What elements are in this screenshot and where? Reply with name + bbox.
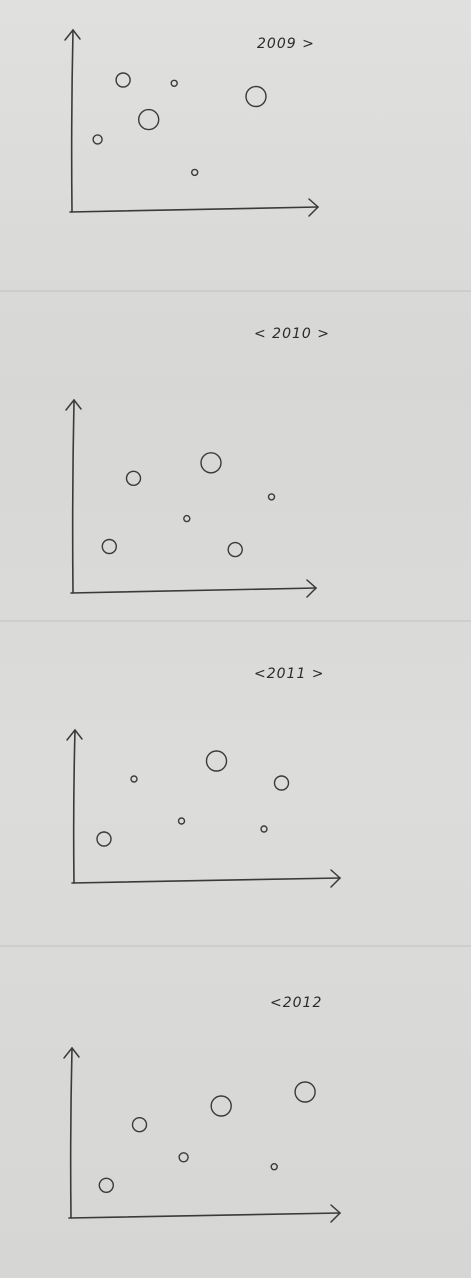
y-axis-arrow <box>65 398 82 411</box>
data-point <box>96 831 112 847</box>
data-point <box>101 538 118 555</box>
y-axis-arrow <box>66 728 83 741</box>
y-axis <box>71 399 75 594</box>
x-axis <box>71 877 341 884</box>
y-axis-arrow <box>64 28 81 41</box>
data-point <box>210 1095 232 1117</box>
data-point <box>227 541 243 558</box>
y-axis <box>70 29 74 213</box>
x-axis <box>68 1212 341 1219</box>
data-point <box>273 775 290 791</box>
data-point <box>260 825 268 833</box>
data-point <box>137 108 160 131</box>
data-point <box>98 1177 115 1194</box>
data-point <box>190 168 199 177</box>
data-point <box>178 1152 189 1163</box>
data-point <box>205 750 228 772</box>
data-point <box>294 1081 316 1103</box>
chart-title: 2009 > <box>257 36 315 52</box>
data-point <box>131 1116 148 1133</box>
data-point <box>177 817 186 825</box>
chart-panel-2009: 2009 > <box>0 0 471 290</box>
chart-panel-2012: <2012 <box>0 945 471 1278</box>
data-point <box>92 134 103 145</box>
y-axis <box>69 1047 73 1219</box>
scatter-plot <box>65 398 318 598</box>
x-axis <box>69 206 319 213</box>
data-point <box>270 1162 278 1171</box>
data-point <box>200 452 222 474</box>
data-point <box>115 72 131 88</box>
chart-panel-2010: < 2010 > <box>0 290 471 620</box>
y-axis <box>72 729 76 884</box>
paper-fold <box>0 945 471 947</box>
chart-title: <2011 > <box>254 666 325 682</box>
data-point <box>130 775 138 783</box>
chart-panel-2011: <2011 > <box>0 620 471 945</box>
data-point <box>267 493 276 501</box>
x-axis-arrow <box>308 198 320 217</box>
x-axis-arrow <box>306 579 318 598</box>
scatter-plot <box>63 1046 342 1223</box>
scatter-plot <box>64 28 320 217</box>
paper-fold <box>0 620 471 622</box>
chart-title: <2012 <box>270 995 323 1011</box>
scatter-plot <box>66 728 342 888</box>
x-axis-arrow <box>330 869 342 888</box>
y-axis-arrow <box>63 1046 80 1059</box>
data-point <box>183 514 191 523</box>
data-point <box>170 79 178 88</box>
x-axis <box>70 587 317 594</box>
data-point <box>245 85 267 108</box>
paper-fold <box>0 290 471 292</box>
data-point <box>125 470 142 487</box>
x-axis-arrow <box>330 1204 342 1223</box>
chart-title: < 2010 > <box>254 326 330 342</box>
